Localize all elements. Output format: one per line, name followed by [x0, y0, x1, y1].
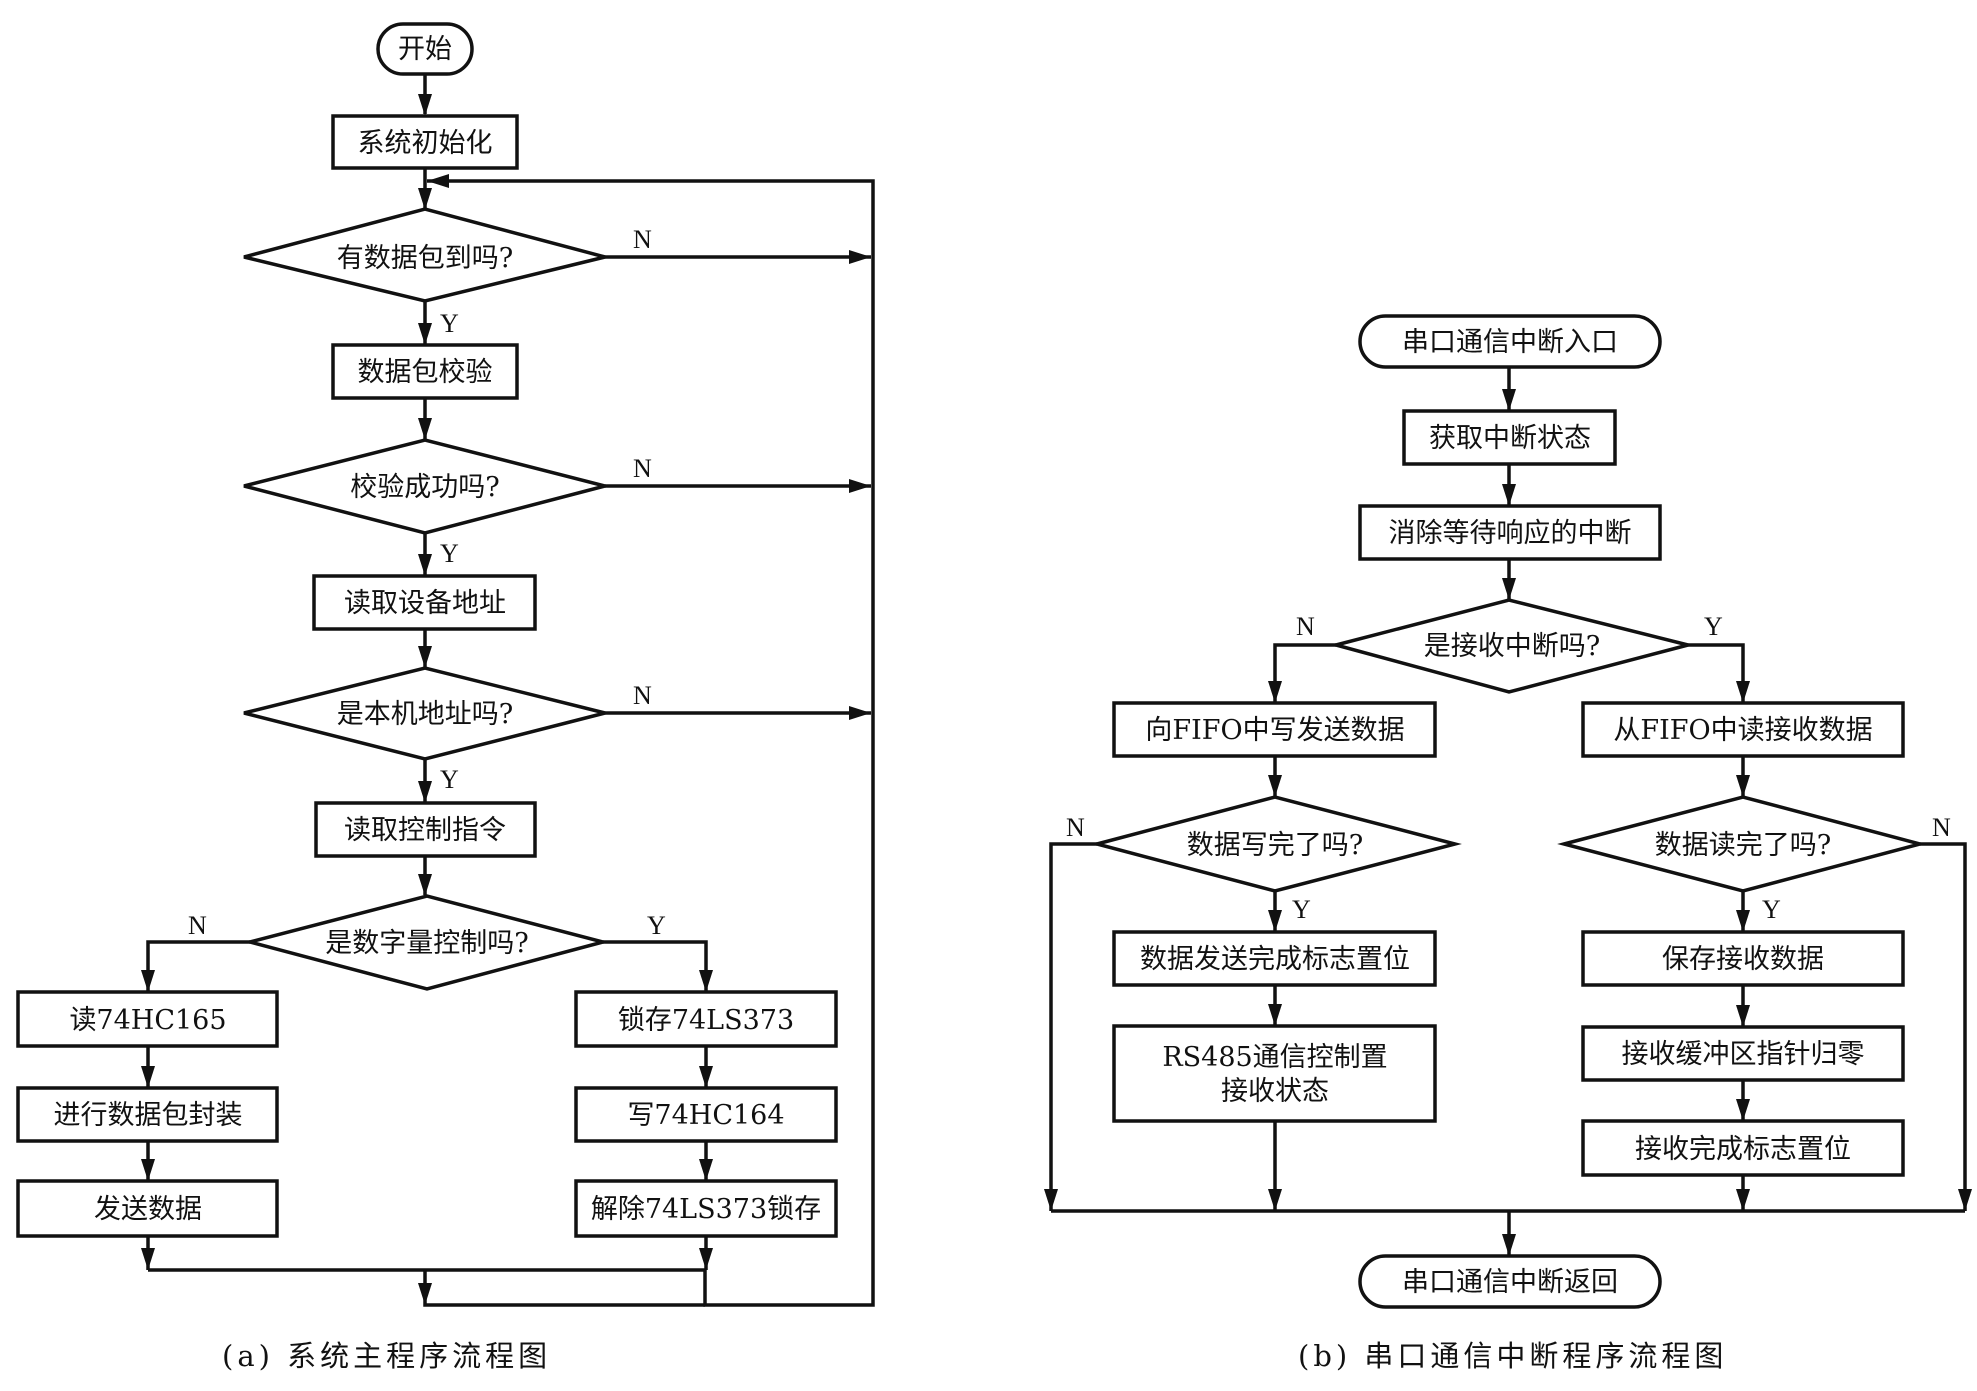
- no-label: N: [1066, 813, 1085, 842]
- rs485-receive-mode-process: RS485通信控制置 接收状态: [1112, 1024, 1437, 1123]
- clear-pending-label: 消除等待响应的中断: [1389, 518, 1632, 549]
- arrow-head: [418, 94, 432, 116]
- send-data-process: 发送数据: [16, 1179, 279, 1238]
- decision-check-ok: 校验成功吗?: [243, 438, 612, 535]
- return-label: 串口通信中断返回: [1402, 1267, 1618, 1298]
- write-fifo-process: 向FIFO中写发送数据: [1112, 701, 1437, 758]
- latch-74ls373-process: 锁存74LS373: [574, 990, 838, 1048]
- checksum-label: 数据包校验: [358, 357, 493, 388]
- loop-arrow-head: [427, 174, 449, 188]
- yes-label: Y: [440, 309, 459, 338]
- get-status-process: 获取中断状态: [1402, 409, 1617, 466]
- save-rx-process: 保存接收数据: [1581, 930, 1905, 987]
- entry-terminator: 串口通信中断入口: [1358, 314, 1662, 369]
- return-terminator: 串口通信中断返回: [1358, 1254, 1662, 1309]
- yes-label: Y: [440, 765, 459, 794]
- clear-pending-process: 消除等待响应的中断: [1358, 504, 1662, 561]
- checksum-process: 数据包校验: [331, 343, 519, 400]
- caption-a: (a) 系统主程序流程图: [222, 1339, 551, 1373]
- pack-data-label: 进行数据包封装: [54, 1100, 243, 1131]
- rx-flag-process: 接收完成标志置位: [1581, 1119, 1905, 1177]
- yes-label: Y: [1762, 895, 1781, 924]
- read-address-process: 读取设备地址: [312, 574, 537, 631]
- rx-flag-label: 接收完成标志置位: [1635, 1134, 1851, 1165]
- latch-74ls373-label: 锁存74LS373: [618, 1005, 794, 1036]
- decision-digital-control: 是数字量控制吗?: [243, 894, 610, 991]
- no-label: N: [633, 454, 652, 483]
- no-label: N: [1296, 612, 1315, 641]
- decision-packet-arrived: 有数据包到吗?: [243, 207, 606, 303]
- get-status-label: 获取中断状态: [1429, 423, 1591, 454]
- rs485-label-line2: 接收状态: [1221, 1076, 1329, 1107]
- decision-label: 是数字量控制吗?: [325, 928, 528, 959]
- rs485-label-line1: RS485通信控制置: [1162, 1042, 1387, 1073]
- loop-back-line: [427, 179, 875, 1307]
- init-process: 系统初始化: [331, 114, 519, 170]
- decision-label: 有数据包到吗?: [337, 243, 513, 274]
- decision-label: 校验成功吗?: [350, 472, 499, 503]
- read-74hc165-process: 读74HC165: [16, 990, 279, 1048]
- read-fifo-process: 从FIFO中读接收数据: [1581, 701, 1905, 758]
- read-command-label: 读取控制指令: [344, 815, 506, 846]
- save-rx-label: 保存接收数据: [1662, 944, 1824, 975]
- init-label: 系统初始化: [358, 128, 493, 159]
- start-terminator: 开始: [376, 22, 474, 76]
- decision-write-done: 数据写完了吗?: [1090, 795, 1462, 893]
- no-label: N: [633, 681, 652, 710]
- yes-label: Y: [440, 539, 459, 568]
- write-74hc164-process: 写74HC164: [574, 1086, 838, 1143]
- read-fifo-label: 从FIFO中读接收数据: [1613, 715, 1872, 746]
- write-fifo-label: 向FIFO中写发送数据: [1145, 715, 1404, 746]
- decision-local-address: 是本机地址吗?: [243, 666, 606, 761]
- yes-label: Y: [1292, 895, 1311, 924]
- no-label: N: [188, 911, 207, 940]
- decision-label: 数据读完了吗?: [1655, 830, 1831, 861]
- reset-pointer-process: 接收缓冲区指针归零: [1581, 1025, 1905, 1082]
- read-address-label: 读取设备地址: [344, 588, 506, 619]
- serial-interrupt-flowchart: 串口通信中断入口 获取中断状态 消除等待响应的中断 是接收中断吗? N Y 向F…: [1044, 314, 1972, 1373]
- decision-label: 是接收中断吗?: [1424, 631, 1600, 662]
- decision-label: 是本机地址吗?: [337, 699, 513, 730]
- entry-label: 串口通信中断入口: [1402, 327, 1618, 358]
- caption-b: (b) 串口通信中断程序流程图: [1298, 1339, 1727, 1373]
- read-command-process: 读取控制指令: [314, 801, 537, 858]
- tx-flag-label: 数据发送完成标志置位: [1140, 944, 1410, 975]
- no-label: N: [1932, 813, 1951, 842]
- decision-label: 数据写完了吗?: [1187, 830, 1363, 861]
- send-data-label: 发送数据: [94, 1194, 202, 1225]
- read-74hc165-label: 读74HC165: [69, 1005, 226, 1036]
- unlatch-74ls373-process: 解除74LS373锁存: [574, 1179, 838, 1238]
- decision-receive-interrupt: 是接收中断吗?: [1329, 598, 1689, 694]
- yes-label: Y: [1704, 612, 1723, 641]
- reset-pointer-label: 接收缓冲区指针归零: [1622, 1039, 1865, 1070]
- yes-label: Y: [647, 911, 666, 940]
- write-74hc164-label: 写74HC164: [627, 1100, 784, 1131]
- start-label: 开始: [398, 34, 452, 65]
- tx-flag-process: 数据发送完成标志置位: [1112, 930, 1437, 987]
- pack-data-process: 进行数据包封装: [16, 1086, 279, 1143]
- decision-read-done: 数据读完了吗?: [1557, 795, 1927, 893]
- main-program-flowchart: 开始 系统初始化 有数据包到吗? N Y 数据包校验: [16, 22, 875, 1373]
- unlatch-74ls373-label: 解除74LS373锁存: [591, 1194, 821, 1225]
- no-label: N: [633, 225, 652, 254]
